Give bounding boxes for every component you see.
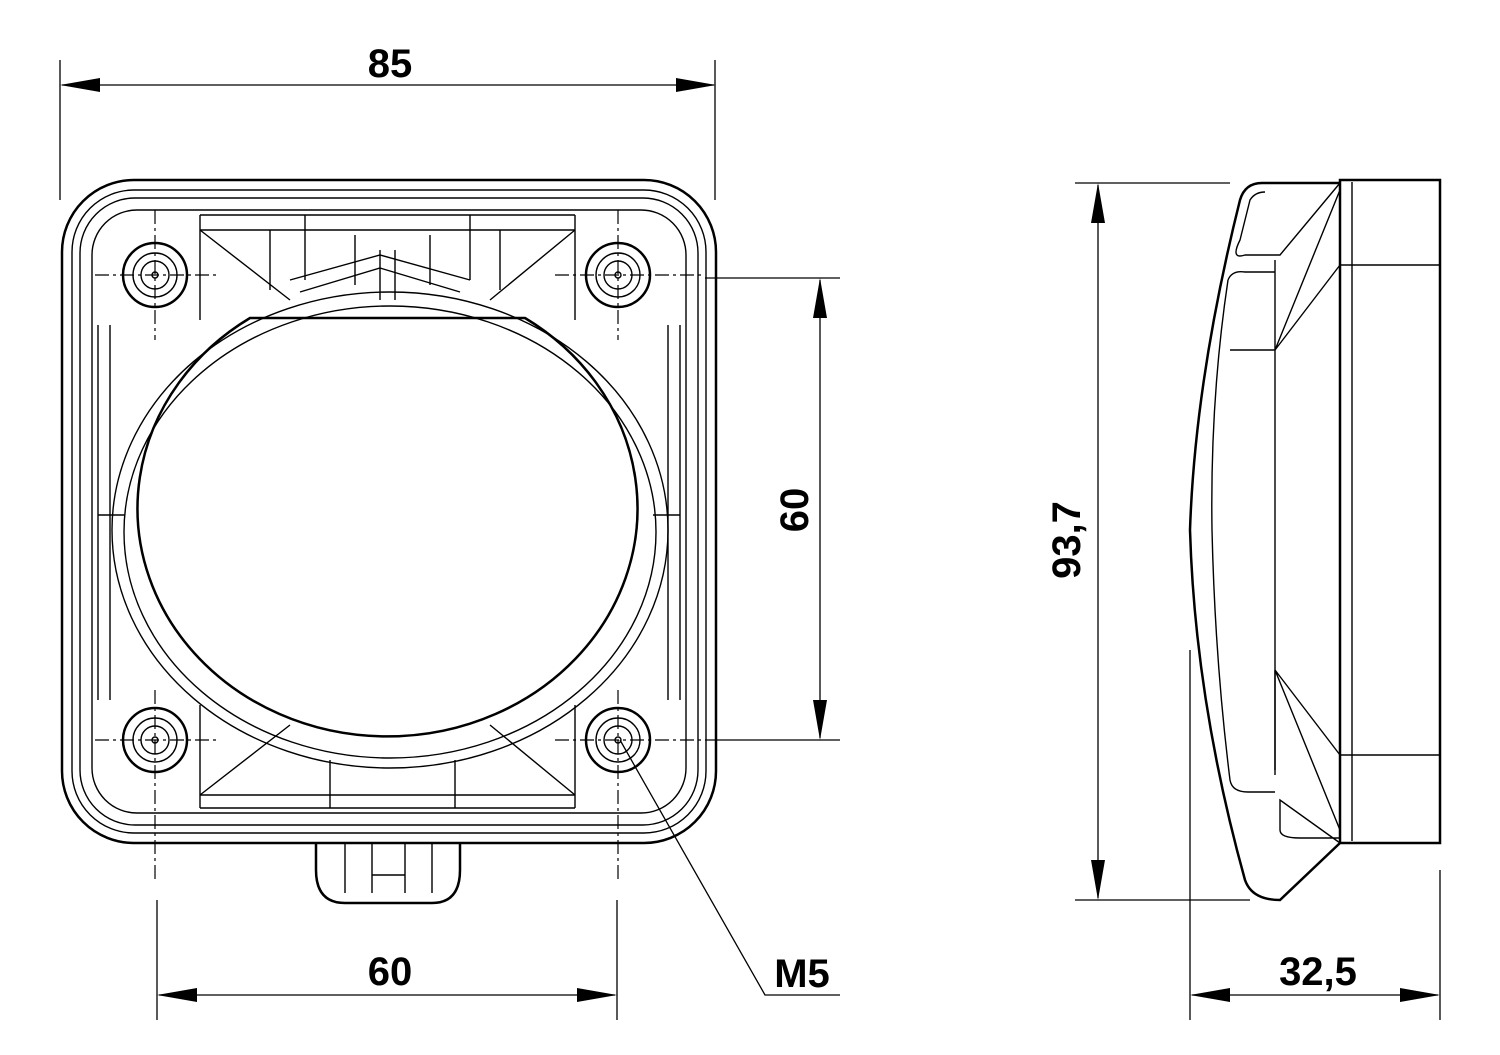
- dimension-label-60-vertical: 60: [773, 488, 817, 533]
- housing-outline: [60, 178, 718, 845]
- dimension-60-horizontal: 60: [156, 900, 618, 1020]
- side-profile: [1188, 181, 1341, 902]
- dimension-label-85: 85: [368, 42, 413, 86]
- housing-inner-edge: [71, 189, 707, 834]
- dimension-label-32-5: 32,5: [1279, 950, 1357, 994]
- front-view: [60, 178, 718, 905]
- dimension-85: 85: [59, 42, 716, 200]
- thread-label: M5: [774, 952, 830, 996]
- dimension-32-5: 32,5: [1189, 650, 1441, 1020]
- thread-callout-m5: M5: [619, 739, 840, 996]
- dimension-label-93-7: 93,7: [1045, 501, 1089, 579]
- opening-outline: [136, 316, 639, 738]
- dimension-93-7: 93,7: [1045, 182, 1250, 901]
- side-view: [1188, 178, 1442, 902]
- side-base: [1338, 178, 1442, 845]
- dimension-60-vertical: 60: [705, 277, 840, 741]
- bottom-tab: [314, 843, 462, 905]
- outer-ring: [111, 291, 669, 769]
- dimension-label-60-horizontal: 60: [368, 950, 413, 994]
